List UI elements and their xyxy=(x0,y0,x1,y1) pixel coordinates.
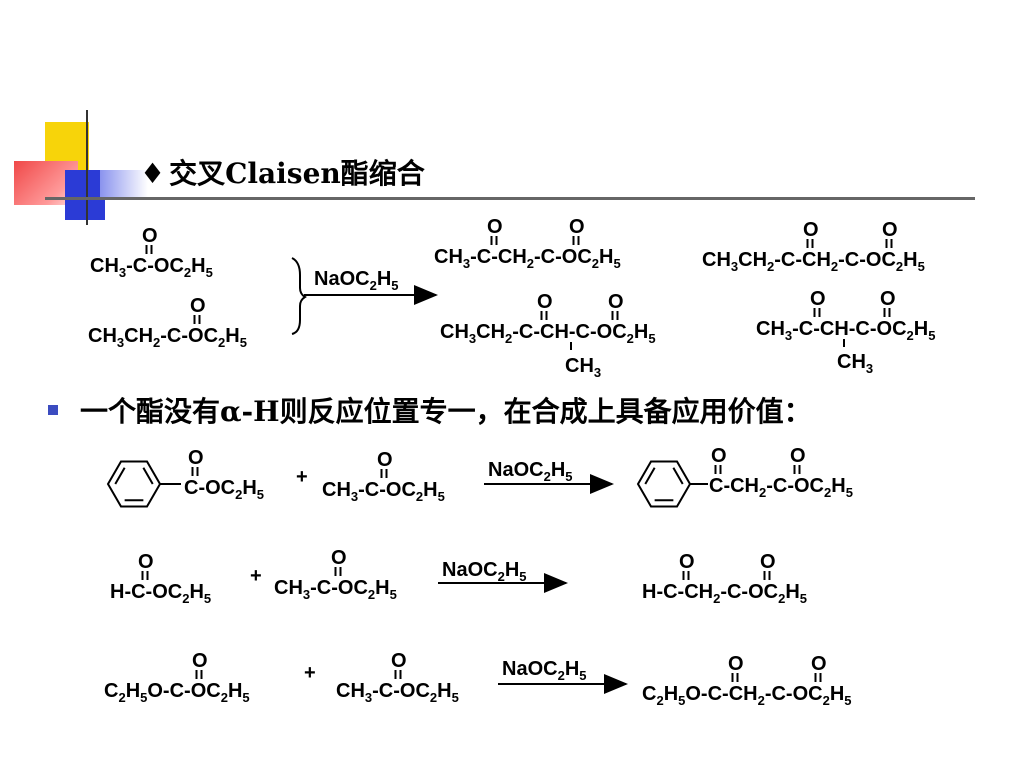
r1-reactant-b-carbonyl-oxygen: O xyxy=(190,295,206,317)
r2-benzene-ring-double-bond-2 xyxy=(142,467,154,485)
r1-reactant-a-carbonyl-oxygen: O xyxy=(142,225,158,247)
r4-reactant-a-carbonyl-oxygen: O xyxy=(192,650,208,672)
r2-product-benzene-ring xyxy=(636,460,692,508)
r2-reactant-b: CH3-C-OC2H5 xyxy=(322,479,445,504)
r4-product-carbonyl-2-oxygen: O xyxy=(811,653,827,675)
deco-blue-block xyxy=(65,170,105,220)
r3-reagent: NaOC2H5 xyxy=(442,559,527,584)
r2-reactant-a: C-OC2H5 xyxy=(184,477,264,502)
r1-p4-methyl: CH3 xyxy=(837,351,873,376)
r4-reactant-b: CH3-C-OC2H5 xyxy=(336,680,459,705)
r2-reactant-b-carbonyl-oxygen: O xyxy=(377,449,393,471)
r3-reactant-a-carbonyl-oxygen: O xyxy=(138,551,154,573)
r1-product-2: CH3CH2-C-CH2-C-OC2H5 xyxy=(702,249,925,274)
r4-reactant-a: C2H5O-C-OC2H5 xyxy=(104,680,250,705)
r2-benzene-ring-double-bond-1 xyxy=(114,467,126,485)
r1-reactant-b: CH3CH2-C-OC2H5 xyxy=(88,325,247,350)
r1-product-1: CH3-C-CH2-C-OC2H5 xyxy=(434,246,621,271)
title-underline xyxy=(45,197,975,200)
r1-p3-carbonyl-1-oxygen: O xyxy=(537,291,553,313)
r2-product-benzene-ring-double-bond-2 xyxy=(672,467,684,485)
r4-reactant-b-carbonyl-oxygen: O xyxy=(391,650,407,672)
r1-reactant-brace xyxy=(291,257,307,335)
r2-product-carbonyl-1-oxygen: O xyxy=(711,445,727,467)
r4-product-carbonyl-1-oxygen: O xyxy=(728,653,744,675)
r3-product: H-C-CH2-C-OC2H5 xyxy=(642,581,807,606)
r1-p1-carbonyl-1-oxygen: O xyxy=(487,216,503,238)
r2-product-carbonyl-2-oxygen: O xyxy=(790,445,806,467)
title-marker: ♦ xyxy=(140,157,166,190)
deco-vertical-line xyxy=(86,110,88,225)
r1-reagent: NaOC2H5 xyxy=(314,268,399,293)
deco-blue-fade xyxy=(100,170,148,200)
r1-product-4: CH3-C-CH-C-OC2H5 xyxy=(756,318,935,343)
r2-benzene-ring xyxy=(106,460,162,508)
r3-reactant-b: CH3-C-OC2H5 xyxy=(274,577,397,602)
bullet-text: 一个酯没有α-H则反应位置专一，在合成上具备应用价值： xyxy=(80,395,812,428)
r4-reagent: NaOC2H5 xyxy=(502,658,587,683)
r4-product: C2H5O-C-CH2-C-OC2H5 xyxy=(642,683,852,708)
r3-reactant-a: H-C-OC2H5 xyxy=(110,581,211,606)
r1-p2-carbonyl-1-oxygen: O xyxy=(803,219,819,241)
r2-plus: + xyxy=(296,466,308,488)
r3-product-carbonyl-1-oxygen: O xyxy=(679,551,695,573)
r1-p3-methyl: CH3 xyxy=(565,355,601,380)
r1-p1-carbonyl-2-oxygen: O xyxy=(569,216,585,238)
r4-plus: + xyxy=(304,662,316,684)
r3-plus: + xyxy=(250,565,262,587)
r2-reagent: NaOC2H5 xyxy=(488,459,573,484)
bullet-square-icon xyxy=(48,405,58,415)
r1-p4-carbonyl-1-oxygen: O xyxy=(810,288,826,310)
slide-title: ♦交叉Claisen酯缩合 xyxy=(140,152,425,192)
r1-p4-carbonyl-2-oxygen: O xyxy=(880,288,896,310)
r3-product-carbonyl-2-oxygen: O xyxy=(760,551,776,573)
r1-product-3: CH3CH2-C-CH-C-OC2H5 xyxy=(440,321,656,346)
r2-product: C-CH2-C-OC2H5 xyxy=(709,475,853,500)
r2-product-benzene-ring-double-bond-1 xyxy=(644,467,656,485)
r2-reactant-a-carbonyl-oxygen: O xyxy=(188,447,204,469)
r1-p3-carbonyl-2-oxygen: O xyxy=(608,291,624,313)
title-text: 交叉Claisen酯缩合 xyxy=(169,157,425,190)
r3-reactant-b-carbonyl-oxygen: O xyxy=(331,547,347,569)
bullet-item: 一个酯没有α-H则反应位置专一，在合成上具备应用价值： xyxy=(48,390,812,430)
r1-p2-carbonyl-2-oxygen: O xyxy=(882,219,898,241)
r1-reactant-a: CH3-C-OC2H5 xyxy=(90,255,213,280)
